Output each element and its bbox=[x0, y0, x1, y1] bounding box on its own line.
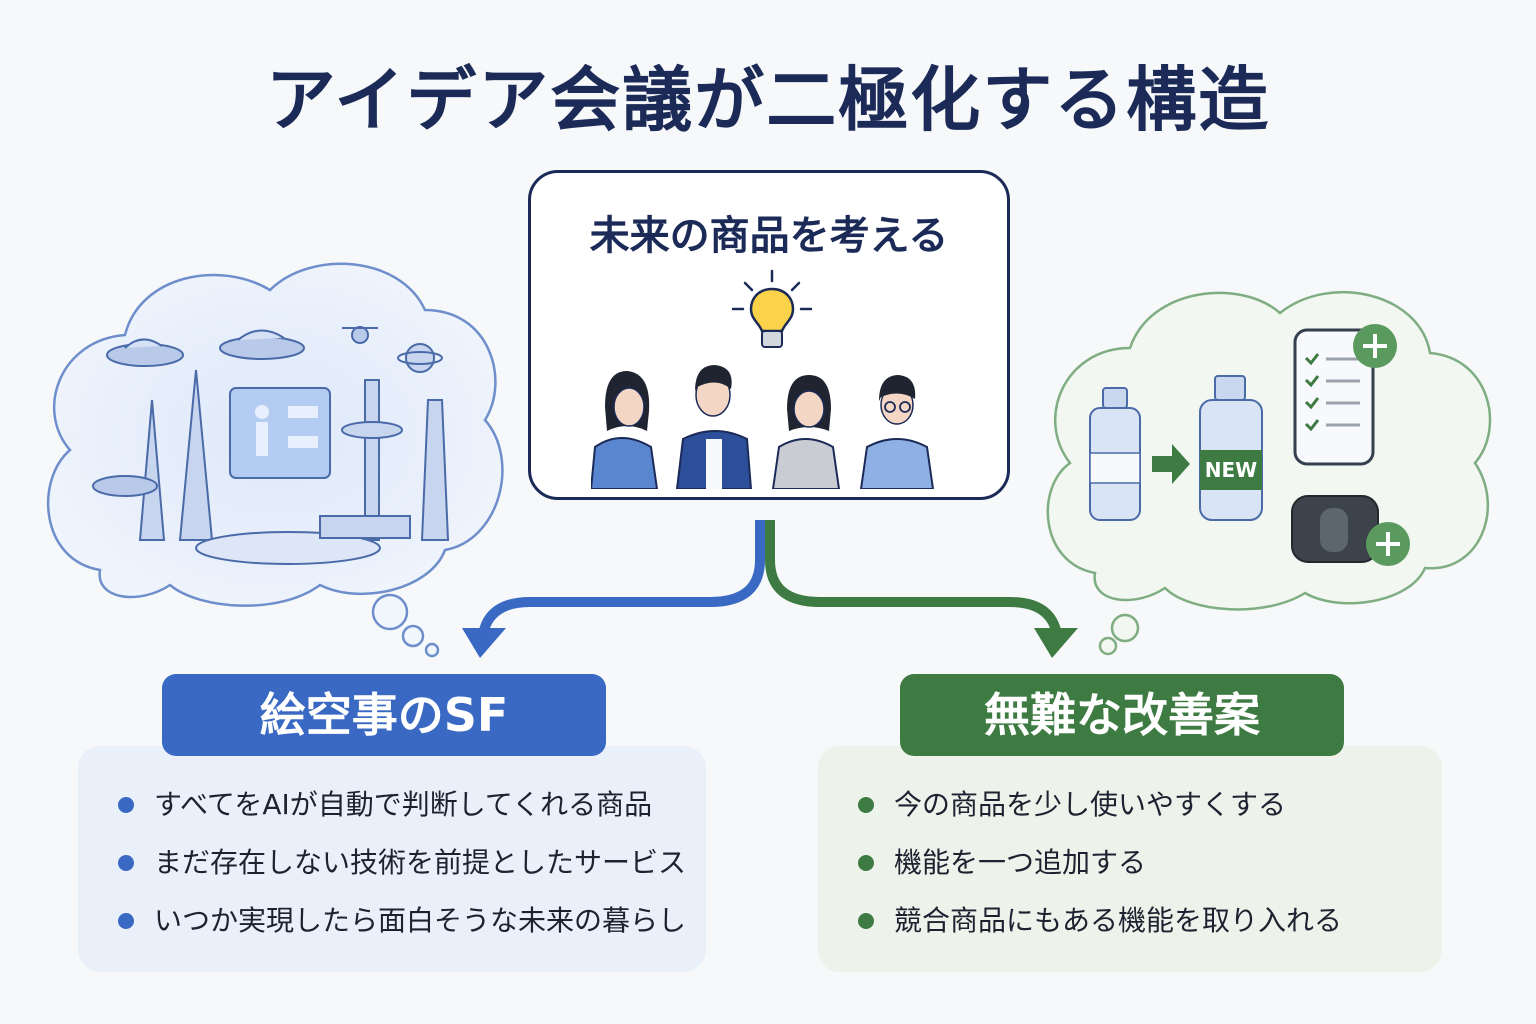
planet-icon bbox=[397, 343, 443, 373]
bullet-icon bbox=[858, 797, 874, 813]
hologram-screen-icon bbox=[229, 387, 331, 479]
new-badge-text: NEW bbox=[1205, 458, 1257, 482]
list-item: 今の商品を少し使いやすくする bbox=[858, 788, 1442, 846]
bullet-icon bbox=[118, 855, 134, 871]
list-item: 機能を一つ追加する bbox=[858, 846, 1442, 904]
list-item: 競合商品にもある機能を取り入れる bbox=[858, 904, 1442, 962]
plus-icon bbox=[1366, 522, 1410, 566]
plus-icon bbox=[1353, 324, 1397, 368]
arrow-left-blue bbox=[462, 520, 765, 658]
platform-icon bbox=[195, 515, 411, 565]
person-icon bbox=[859, 375, 935, 489]
new-bottle-icon: NEW bbox=[1199, 375, 1263, 521]
phone-checklist-icon bbox=[1293, 328, 1375, 466]
person-icon bbox=[591, 371, 659, 489]
flying-car-icon bbox=[219, 329, 305, 360]
future-city-cloud bbox=[46, 262, 504, 658]
sf-label: 絵空事のSF bbox=[162, 674, 606, 756]
sf-example-card: すべてをAIが自動で判断してくれる商品 まだ存在しない技術を前提としたサービス … bbox=[78, 746, 706, 972]
product-improvement-cloud: NEW bbox=[1046, 291, 1492, 656]
branch-arrows bbox=[462, 520, 1078, 658]
person-icon bbox=[771, 375, 841, 489]
flying-car-icon bbox=[106, 338, 184, 367]
person-icon bbox=[675, 365, 753, 489]
center-title: 未来の商品を考える bbox=[589, 213, 949, 259]
list-item: いつか実現したら面白そうな未来の暮らし bbox=[118, 904, 706, 962]
center-topic-box: 未来の商品を考える bbox=[528, 170, 1010, 500]
bottle-icon bbox=[1089, 387, 1141, 521]
bullet-icon bbox=[118, 913, 134, 929]
arrow-right-green bbox=[765, 520, 1078, 658]
tower-icon bbox=[138, 369, 450, 541]
safe-improvement-card: 今の商品を少し使いやすくする 機能を一つ追加する 競合商品にもある機能を取り入れ… bbox=[818, 746, 1442, 972]
list-item: すべてをAIが自動で判断してくれる商品 bbox=[118, 788, 706, 846]
bullet-icon bbox=[118, 797, 134, 813]
drone-icon bbox=[342, 326, 378, 344]
bullet-icon bbox=[858, 855, 874, 871]
safe-improvement-label: 無難な改善案 bbox=[900, 674, 1344, 756]
people-thinking-icon bbox=[591, 365, 935, 489]
page-title: アイデア会議が二極化する構造 bbox=[265, 59, 1271, 141]
sf-example-list: すべてをAIが自動で判断してくれる商品 まだ存在しない技術を前提としたサービス … bbox=[78, 788, 706, 962]
smartwatch-icon bbox=[1291, 495, 1379, 563]
lightbulb-icon bbox=[731, 269, 813, 348]
list-item: まだ存在しない技術を前提としたサービス bbox=[118, 846, 706, 904]
bullet-icon bbox=[858, 913, 874, 929]
ufo-icon bbox=[92, 475, 158, 497]
arrow-right-icon bbox=[1152, 444, 1190, 484]
safe-improvement-list: 今の商品を少し使いやすくする 機能を一つ追加する 競合商品にもある機能を取り入れ… bbox=[818, 788, 1442, 962]
